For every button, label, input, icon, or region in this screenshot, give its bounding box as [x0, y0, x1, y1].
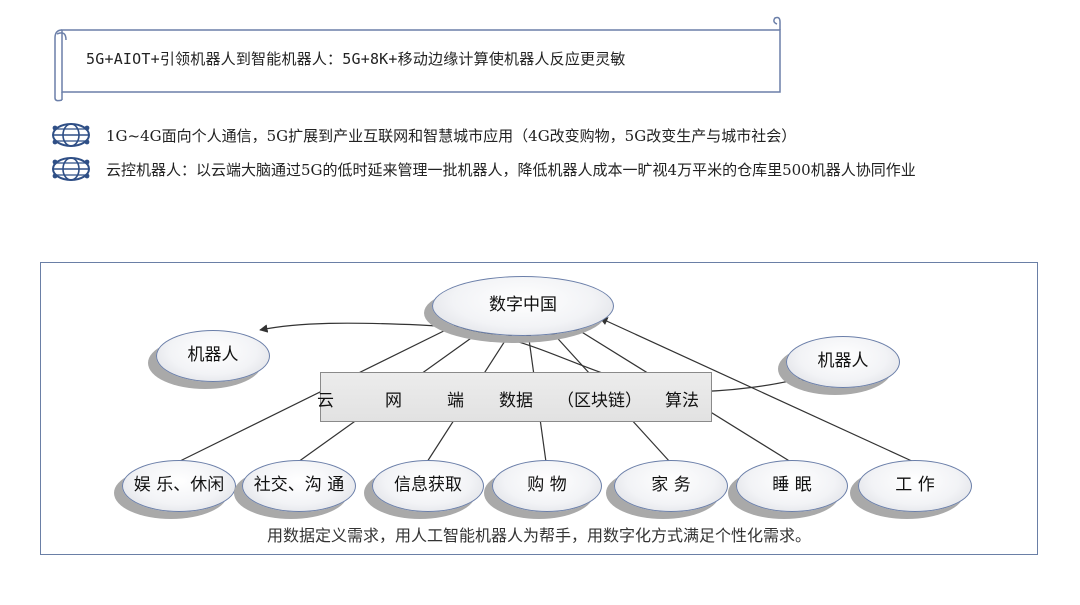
tech-band: 云 网 端 数据 （区块链） 算法 [317, 372, 712, 422]
bullet-text: 云控机器人：以云端大脑通过5G的低时延来管理一批机器人，降低机器人成本一旷视4万… [106, 160, 916, 179]
node-life-5: 家 务 [614, 460, 728, 512]
node-label: 家 务 [651, 475, 691, 496]
node-label: 睡 眠 [772, 475, 812, 496]
node-label-line2: 沟 通 [304, 475, 345, 496]
band-word-data: 数据 [499, 391, 533, 411]
node-life-3: 信息获取 [372, 460, 484, 512]
diagram-frame [40, 262, 1038, 555]
globe-network-icon [52, 157, 90, 181]
band-word-network: 网 [385, 391, 402, 411]
band-word-algorithm: 算法 [665, 391, 699, 411]
node-robot-right: 机器人 [786, 336, 900, 388]
node-label: 机器人 [187, 345, 239, 366]
node-life-4: 购 物 [492, 460, 602, 512]
header-scroll [54, 16, 781, 102]
node-robot-left: 机器人 [156, 330, 270, 382]
node-label: 数字中国 [489, 295, 557, 316]
bullet-item: 云控机器人：以云端大脑通过5G的低时延来管理一批机器人，降低机器人成本一旷视4万… [50, 156, 916, 182]
node-life-7: 工 作 [858, 460, 972, 512]
header-scroll-text: 5G+AIOT+引领机器人到智能机器人：5G+8K+移动边缘计算使机器人反应更灵… [86, 50, 626, 68]
arrow-to-digital-china [599, 317, 915, 463]
bullet-text: 1G~4G面向个人通信，5G扩展到产业互联网和智慧城市应用（4G改变购物，5G改… [106, 126, 797, 145]
node-label: 社交、 [253, 475, 305, 496]
node-label: 工 作 [895, 475, 935, 496]
node-label: 机器人 [817, 351, 869, 372]
node-life-6: 睡 眠 [736, 460, 848, 512]
globe-network-icon [52, 123, 90, 147]
diagram-caption: 用数据定义需求，用人工智能机器人为帮手，用数字化方式满足个性化需求。 [266, 526, 811, 545]
node-life-1: 娱 乐、休闲 [122, 460, 236, 512]
node-label: 信息 [394, 475, 428, 496]
bullet-item: 1G~4G面向个人通信，5G扩展到产业互联网和智慧城市应用（4G改变购物，5G改… [50, 122, 796, 148]
node-digital-china: 数字中国 [432, 276, 614, 336]
band-word-terminal: 端 [447, 391, 464, 411]
node-label: 娱 乐、 [133, 475, 191, 496]
node-label: 购 物 [527, 475, 567, 496]
node-label-line2: 获取 [428, 475, 462, 496]
node-label-line2: 休闲 [190, 475, 225, 496]
band-word-cloud: 云 [317, 391, 334, 411]
node-life-2: 社交、沟 通 [242, 460, 356, 512]
band-word-blockchain: （区块链） [557, 391, 642, 411]
